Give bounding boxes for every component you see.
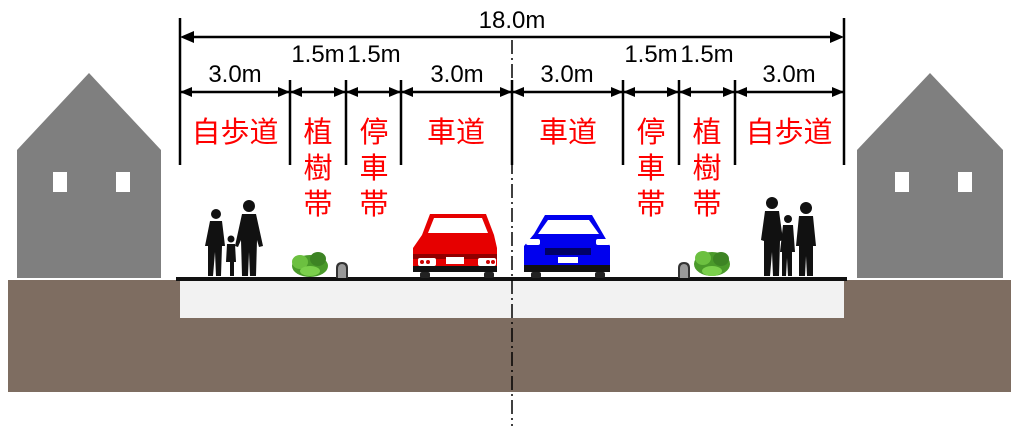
- left-planting-width: 1.5m: [291, 41, 344, 68]
- left-walkway-width: 3.0m: [208, 61, 261, 88]
- vertical-label-char: 帯: [636, 187, 665, 221]
- left-curb-stone: [336, 262, 348, 278]
- right-lane-width: 3.0m: [540, 61, 593, 88]
- left-lane-label: 車道: [427, 115, 485, 149]
- left-walkway-label: 自歩道: [191, 115, 278, 149]
- vertical-label-char: 停: [636, 115, 665, 149]
- right-curb-stone: [678, 262, 690, 278]
- right-shrub: [694, 251, 730, 276]
- left-planting-label: 植樹帯: [303, 115, 332, 221]
- vertical-label-char: 帯: [359, 187, 388, 221]
- road-surface-line: [176, 277, 847, 281]
- segment-arrowheads: [180, 87, 844, 97]
- left-lane-width: 3.0m: [430, 61, 483, 88]
- vertical-label-char: 樹: [303, 151, 332, 185]
- vertical-label-char: 車: [359, 151, 388, 185]
- vertical-label-char: 樹: [692, 151, 721, 185]
- left-parking-width: 1.5m: [347, 41, 400, 68]
- right-planting-label: 植樹帯: [692, 115, 721, 221]
- right-parking-label: 停車帯: [636, 115, 665, 221]
- right-pedestrians: [761, 197, 816, 276]
- right-car: [524, 215, 610, 278]
- left-car: [413, 214, 497, 278]
- right-parking-width: 1.5m: [624, 41, 677, 68]
- right-lane-label: 車道: [539, 115, 597, 149]
- vertical-label-char: 帯: [692, 187, 721, 221]
- total-width-label: 18.0m: [479, 7, 546, 34]
- vertical-label-char: 植: [692, 115, 721, 149]
- left-parking-label: 停車帯: [359, 115, 388, 221]
- vertical-label-char: 植: [303, 115, 332, 149]
- right-walkway-label: 自歩道: [745, 115, 832, 149]
- vertical-label-char: 帯: [303, 187, 332, 221]
- left-pedestrians: [205, 200, 263, 276]
- left-shrub: [292, 252, 328, 277]
- vertical-label-char: 車: [636, 151, 665, 185]
- vertical-label-char: 停: [359, 115, 388, 149]
- right-walkway-width: 3.0m: [762, 61, 815, 88]
- right-planting-width: 1.5m: [680, 41, 733, 68]
- left-house: [17, 73, 161, 278]
- right-house: [857, 73, 1003, 278]
